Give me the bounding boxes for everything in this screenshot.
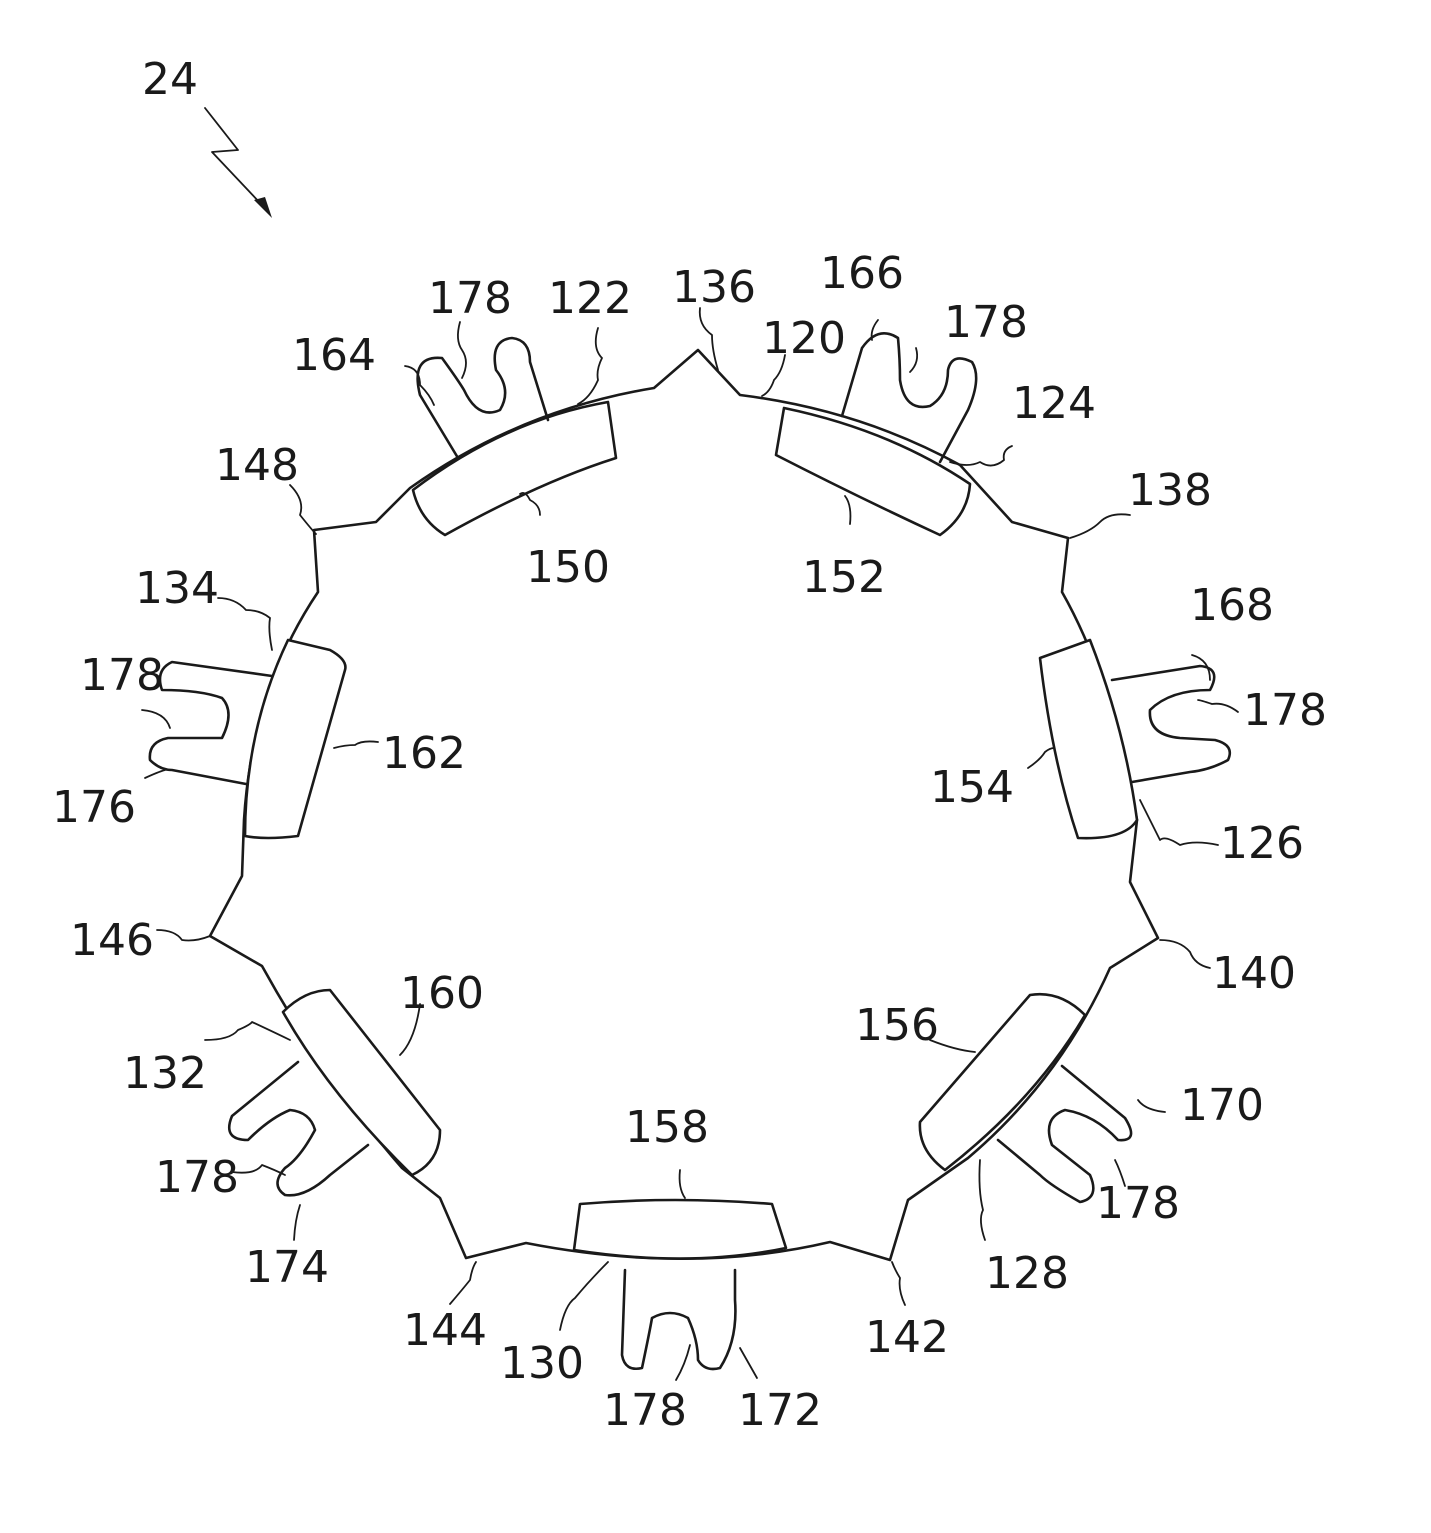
ref-140: 140 [1212,948,1296,999]
ref-122: 122 [548,273,632,324]
ref-144: 144 [403,1305,487,1356]
ref-176: 176 [52,782,136,833]
pad-154 [1040,640,1137,838]
ref-178-e: 178 [1096,1178,1180,1229]
ref-130: 130 [500,1338,584,1389]
ref-142: 142 [865,1312,949,1363]
ref-178-f: 178 [155,1152,239,1203]
ref-162: 162 [382,728,466,779]
assembly-ref-label: 24 [142,54,198,105]
ref-134: 134 [135,563,219,614]
ref-128: 128 [985,1248,1069,1299]
ref-178-b: 178 [944,297,1028,348]
ref-150: 150 [526,542,610,593]
ref-156: 156 [855,1000,939,1051]
ref-158: 158 [625,1102,709,1153]
ref-132: 132 [123,1048,207,1099]
ref-174: 174 [245,1242,329,1293]
ref-154: 154 [930,762,1014,813]
tab-172 [622,1270,735,1369]
ref-126: 126 [1220,818,1304,869]
ref-178-c: 178 [80,650,164,701]
ref-148: 148 [215,440,299,491]
ref-152: 152 [802,552,886,603]
pad-150 [413,402,616,535]
ref-120: 120 [762,313,846,364]
arrowhead-icon [254,197,272,218]
tab-168 [1112,666,1230,782]
pad-158 [574,1200,786,1259]
ref-168: 168 [1190,580,1274,631]
ref-160: 160 [400,968,484,1019]
ref-166: 166 [820,248,904,299]
ref-124: 124 [1012,378,1096,429]
ref-170: 170 [1180,1080,1264,1131]
ref-136: 136 [672,262,756,313]
ref-138: 138 [1128,465,1212,516]
ref-164: 164 [292,330,376,381]
ref-178-a: 178 [428,273,512,324]
pad-162 [245,640,345,838]
ref-172: 172 [738,1385,822,1436]
ref-178-g: 178 [603,1385,687,1436]
ref-146: 146 [70,915,154,966]
ref-178-d: 178 [1243,685,1327,736]
assembly-ref-arrow [205,108,262,205]
